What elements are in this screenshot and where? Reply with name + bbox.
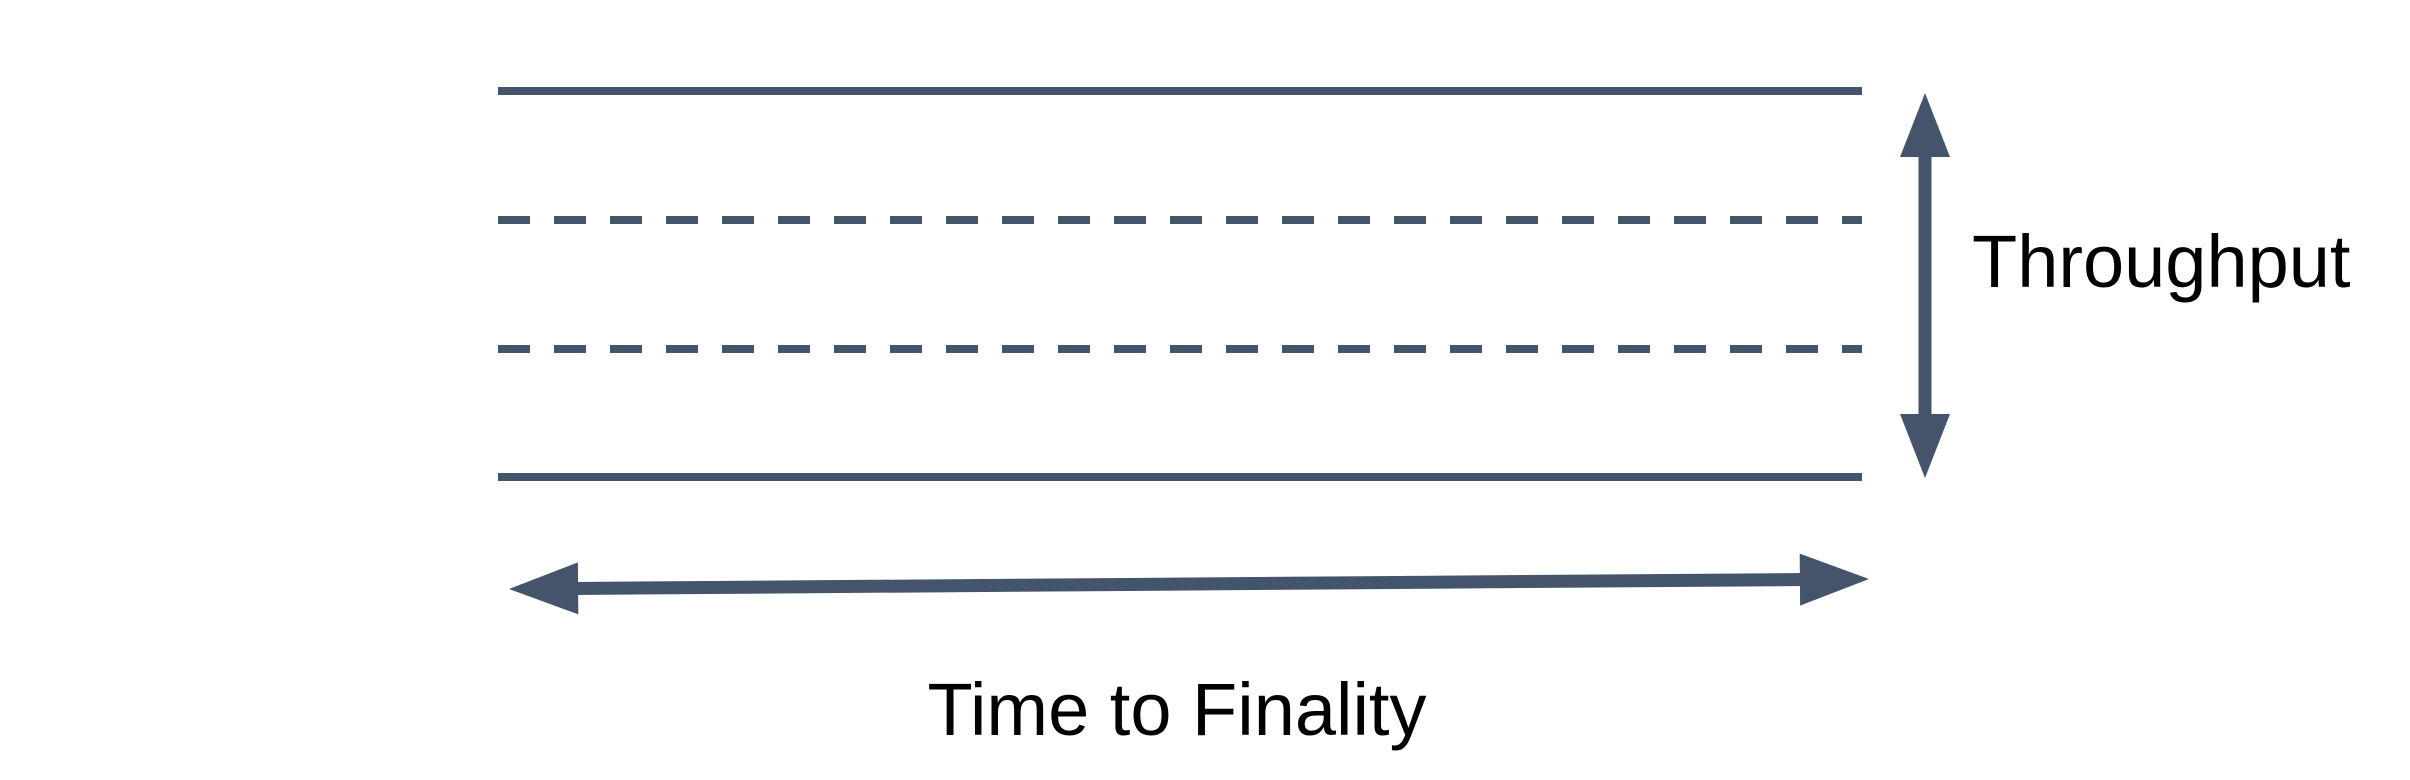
throughput-band <box>498 87 1862 481</box>
throughput-double-arrow-vertical-icon <box>1900 93 1950 478</box>
throughput-arrow-up-head <box>1900 93 1950 157</box>
throughput-arrow-down-head <box>1900 414 1950 478</box>
time-to-finality-label: Time to Finality <box>928 668 1427 751</box>
throughput-label: Throughput <box>1972 220 2351 303</box>
time-to-finality-double-arrow-horizontal-icon <box>509 553 1869 615</box>
time-to-finality-arrow-shaft <box>571 573 1807 595</box>
time-to-finality-arrow-right-head <box>1799 553 1869 606</box>
time-to-finality-arrow-left-head <box>509 562 579 615</box>
